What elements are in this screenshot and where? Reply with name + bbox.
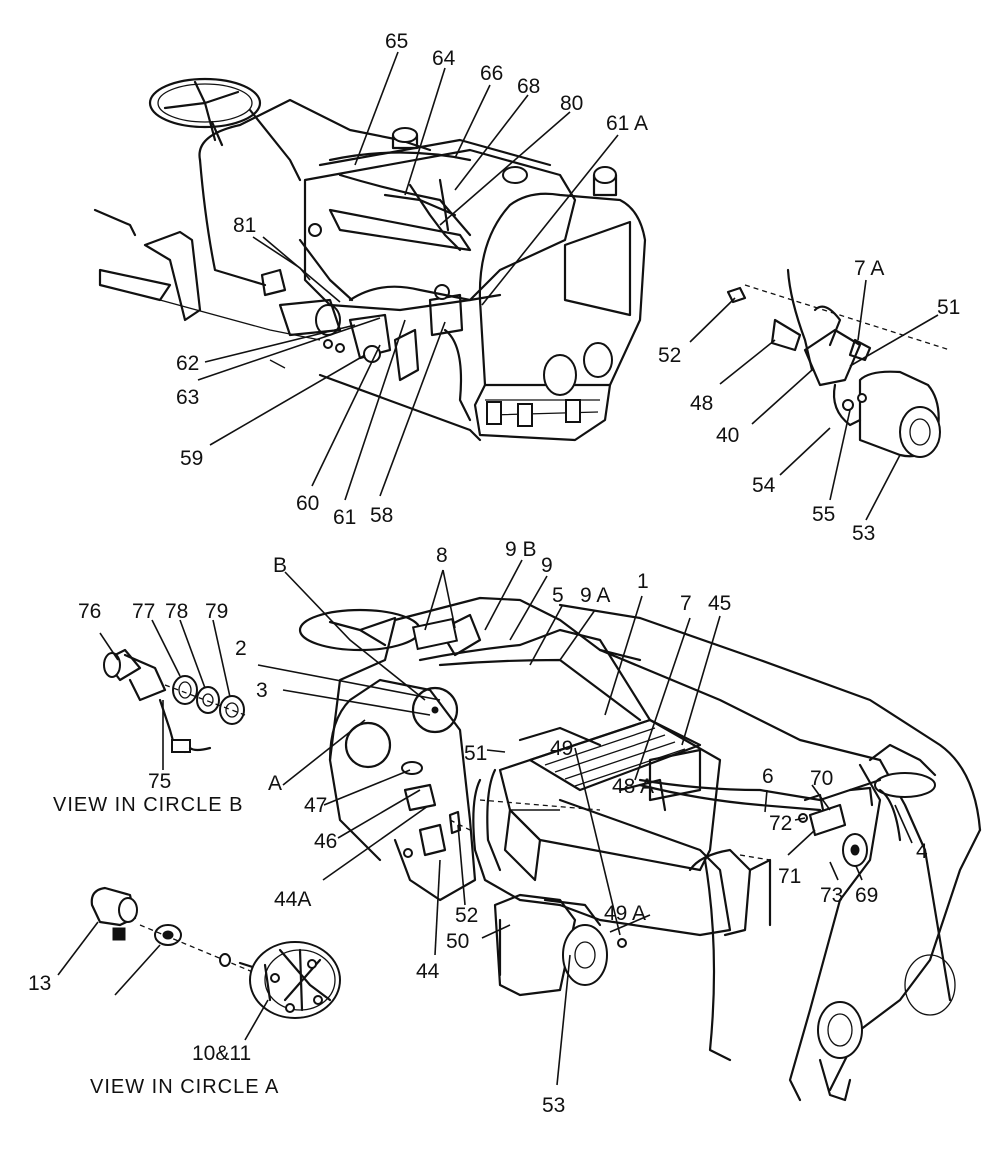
callout-68: 68 xyxy=(517,75,540,98)
callout-13: 13 xyxy=(28,972,51,995)
callout-70: 70 xyxy=(810,767,833,790)
tractor-wiring-drawing xyxy=(298,596,982,1102)
callout-73: 73 xyxy=(820,884,843,907)
callout-59: 59 xyxy=(180,447,203,470)
callout-75: 75 xyxy=(148,770,171,793)
callout-10-11: 10&11 xyxy=(192,1042,251,1065)
callout-60: 60 xyxy=(296,492,319,515)
circle-a-detail-drawing xyxy=(90,886,341,1019)
callout-54: 54 xyxy=(752,474,776,497)
callout-51-top: 51 xyxy=(937,296,960,319)
callout-45: 45 xyxy=(708,592,731,615)
callout-81: 81 xyxy=(233,214,256,237)
callout-9a: 9 A xyxy=(580,584,610,607)
callout-2: 2 xyxy=(235,637,247,660)
generator-mount-drawing xyxy=(726,268,951,458)
callout-40: 40 xyxy=(716,424,739,447)
callout-b: B xyxy=(273,554,287,577)
callout-53-bottom: 53 xyxy=(542,1094,565,1117)
callout-50: 50 xyxy=(446,930,469,953)
callout-a: A xyxy=(268,772,282,795)
callout-labels: 65 64 66 68 80 61 A 81 62 63 59 60 61 58… xyxy=(28,30,960,1117)
caption-view-in-circle-a: VIEW IN CIRCLE A xyxy=(90,1076,279,1098)
callout-47: 47 xyxy=(304,794,327,817)
callout-48-top: 48 xyxy=(690,392,713,415)
callout-58: 58 xyxy=(370,504,393,527)
callout-61: 61 xyxy=(333,506,356,529)
callout-52-bottom: 52 xyxy=(455,904,478,927)
callout-5: 5 xyxy=(552,584,564,607)
callout-71: 71 xyxy=(778,865,801,888)
caption-view-in-circle-b: VIEW IN CIRCLE B xyxy=(53,794,243,816)
callout-6: 6 xyxy=(762,765,774,788)
callout-51-bottom: 51 xyxy=(464,742,487,765)
callout-55: 55 xyxy=(812,503,835,526)
callout-9: 9 xyxy=(541,554,553,577)
callout-78: 78 xyxy=(165,600,188,623)
callout-64: 64 xyxy=(432,47,456,70)
callout-1: 1 xyxy=(637,570,649,593)
callout-9b: 9 B xyxy=(505,538,537,561)
callout-7a: 7 A xyxy=(854,257,884,280)
circle-b-detail-drawing xyxy=(103,648,246,754)
callout-62: 62 xyxy=(176,352,199,375)
callout-52-top: 52 xyxy=(658,344,681,367)
callout-49: 49 xyxy=(550,737,573,760)
callout-76: 76 xyxy=(78,600,101,623)
callout-44: 44 xyxy=(416,960,440,983)
callout-53-top: 53 xyxy=(852,522,875,545)
callout-4: 4 xyxy=(916,840,928,863)
callout-77: 77 xyxy=(132,600,155,623)
callout-72: 72 xyxy=(769,812,792,835)
callout-44a: 44A xyxy=(274,888,311,911)
callout-69: 69 xyxy=(855,884,878,907)
callout-7: 7 xyxy=(680,592,692,615)
leader-lines xyxy=(57,51,939,1086)
callout-63: 63 xyxy=(176,386,199,409)
callout-49a: 49 A xyxy=(604,902,646,925)
callout-65: 65 xyxy=(385,30,408,53)
callout-48a: 48 A xyxy=(612,775,654,798)
callout-46: 46 xyxy=(314,830,337,853)
callout-61a-top: 61 A xyxy=(606,112,648,135)
callout-80: 80 xyxy=(560,92,583,115)
callout-66: 66 xyxy=(480,62,503,85)
engine-assembly-drawing xyxy=(93,77,647,442)
callout-3: 3 xyxy=(256,679,268,702)
callout-79: 79 xyxy=(205,600,228,623)
callout-8: 8 xyxy=(436,544,448,567)
